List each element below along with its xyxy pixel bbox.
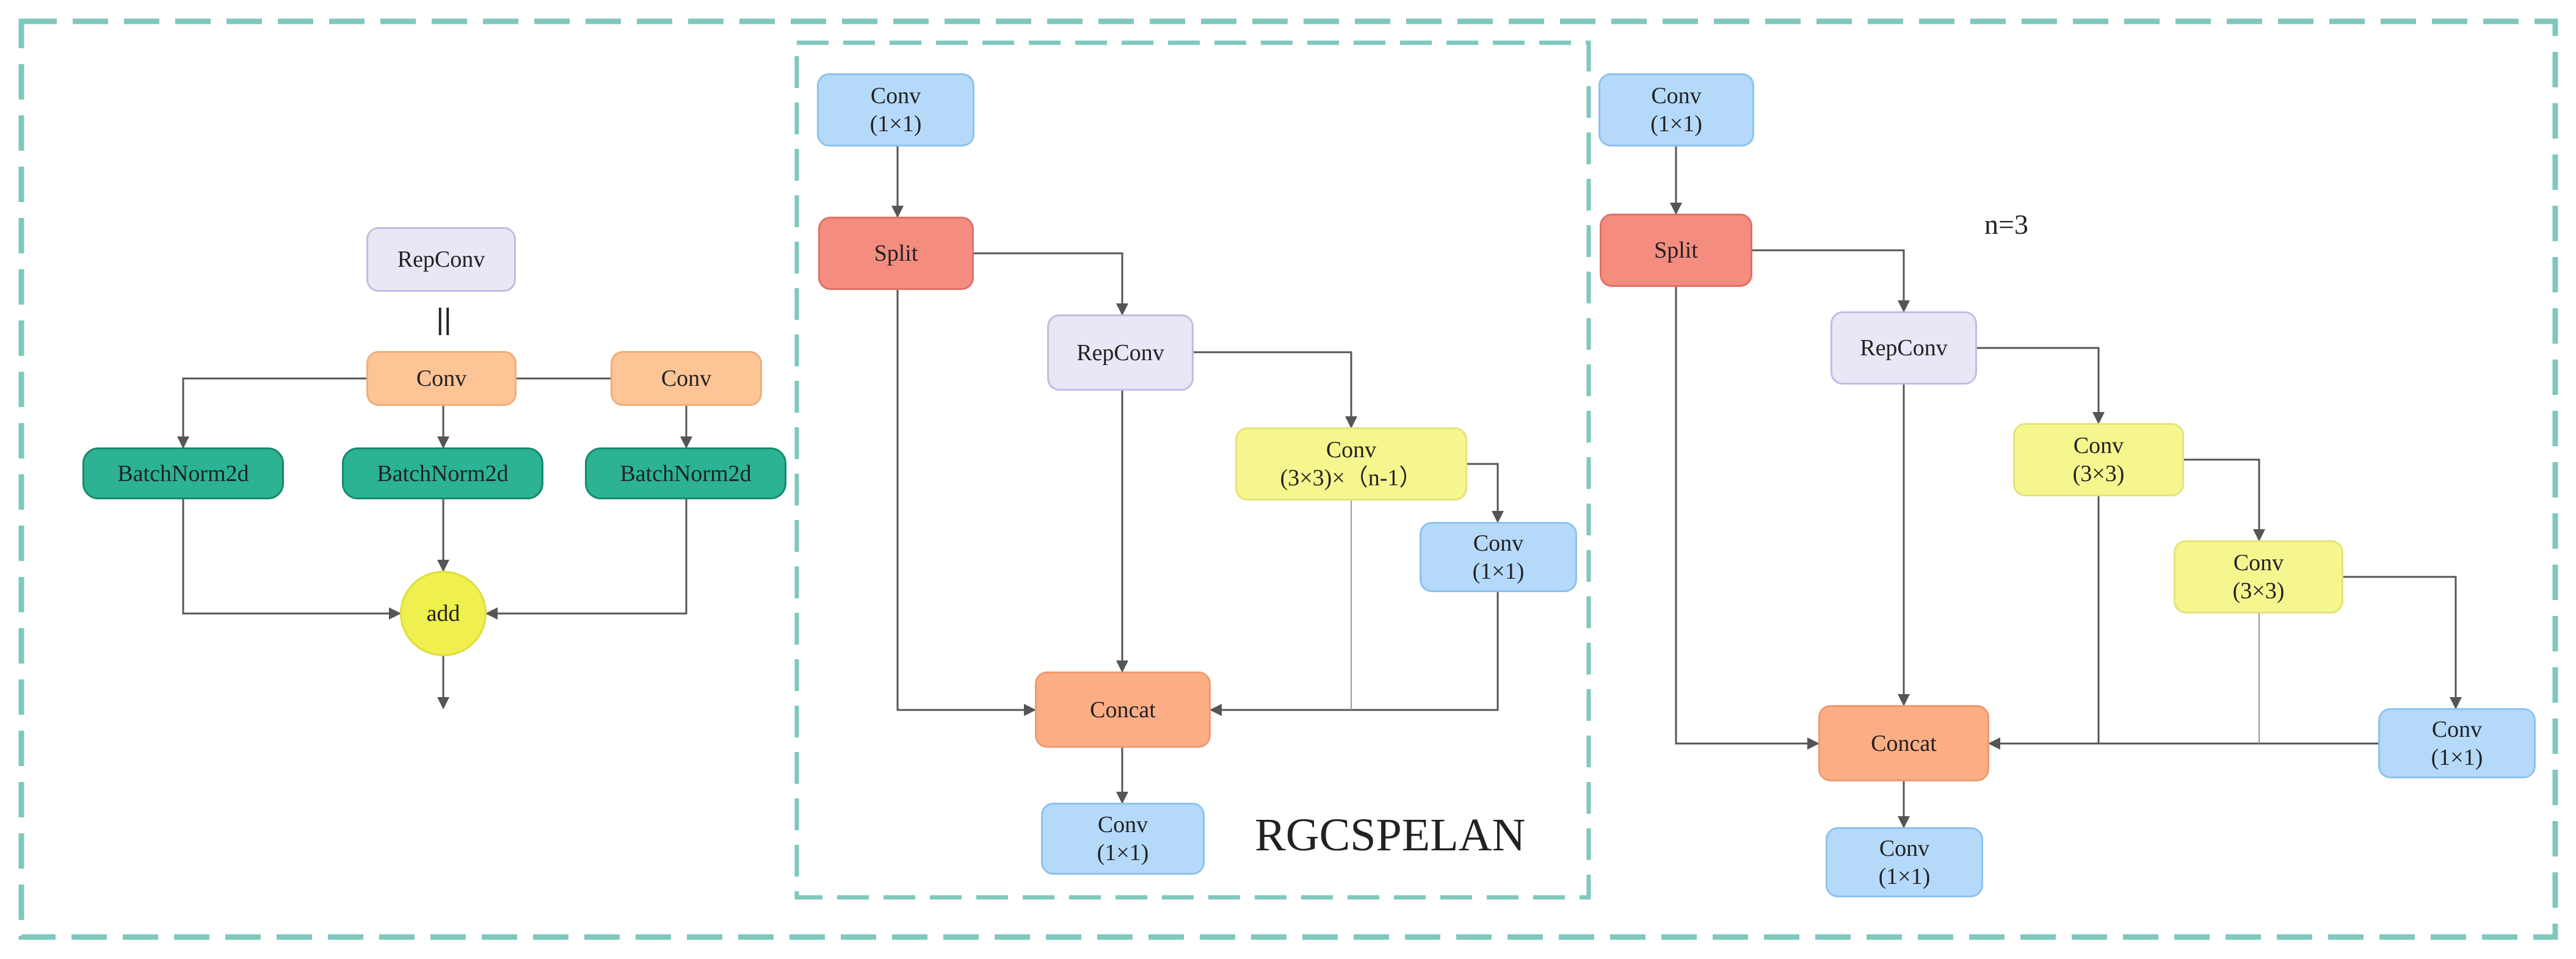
right-split-node: Split xyxy=(1600,214,1752,287)
right-conv3x3-a-line2: (3×3) xyxy=(2072,461,2125,487)
middle-conv-bottom-line1: Conv xyxy=(1097,812,1148,838)
left-add-node: add xyxy=(400,571,487,656)
middle-split-label: Split xyxy=(874,241,918,266)
edge-r-repconv-to-conv3x3a xyxy=(1976,347,2105,424)
right-conv-top-node: Conv (1×1) xyxy=(1598,73,1754,147)
right-conv-top-line1: Conv xyxy=(1651,83,1702,109)
left-conv-side-node: Conv xyxy=(611,351,762,406)
middle-conv1x1-right-line1: Conv xyxy=(1473,530,1524,556)
middle-conv-top-line2: (1×1) xyxy=(869,111,922,137)
edge-m-repconv-to-conv3x3 xyxy=(1194,351,1357,429)
right-conv1x1-right-node: Conv (1×1) xyxy=(2378,708,2536,778)
edge-bn1-to-add xyxy=(182,499,401,620)
left-conv-label: Conv xyxy=(416,366,467,391)
right-repconv-node: RepConv xyxy=(1830,311,1977,385)
edge-conv-to-bn1 xyxy=(177,377,366,449)
right-conv3x3-b-line1: Conv xyxy=(2233,550,2284,576)
middle-conv3x3-line2: (3×3)×（n-1） xyxy=(1280,465,1423,491)
left-conv-side-label: Conv xyxy=(661,366,712,391)
right-conv-bottom-line1: Conv xyxy=(1879,835,1930,861)
right-conv3x3-a-node: Conv (3×3) xyxy=(2013,423,2184,496)
right-conv1x1-right-line2: (1×1) xyxy=(2431,744,2483,770)
left-add-label: add xyxy=(426,601,460,626)
middle-conv1x1-right-node: Conv (1×1) xyxy=(1420,522,1577,592)
right-conv3x3-b-node: Conv (3×3) xyxy=(2174,540,2343,613)
right-repconv-label: RepConv xyxy=(1860,335,1948,361)
right-conv-bottom-node: Conv (1×1) xyxy=(1826,827,1983,897)
left-repconv-label: RepConv xyxy=(397,247,485,272)
middle-conv-top-node: Conv (1×1) xyxy=(817,73,974,147)
middle-conv-top-line1: Conv xyxy=(870,83,921,109)
middle-repconv-label: RepConv xyxy=(1076,339,1164,366)
edge-r-conv3x3b-to-conv1x1 xyxy=(2343,576,2462,709)
left-equals-sign: || xyxy=(436,303,452,336)
left-batchnorm-label-3: BatchNorm2d xyxy=(620,460,752,487)
right-split-label: Split xyxy=(1654,237,1698,263)
left-batchnorm-node-1: BatchNorm2d xyxy=(82,447,284,499)
right-concat-node: Concat xyxy=(1818,705,1989,781)
middle-conv-bottom-line2: (1×1) xyxy=(1097,840,1149,866)
edge-r-split-to-repconv xyxy=(1752,249,1910,313)
left-batchnorm-label-1: BatchNorm2d xyxy=(117,460,249,487)
left-conv-node: Conv xyxy=(366,351,517,406)
right-concat-label: Concat xyxy=(1871,730,1937,756)
outer-dashed-frame xyxy=(18,18,2558,940)
left-batchnorm-node-2: BatchNorm2d xyxy=(342,447,543,499)
left-repconv-node: RepConv xyxy=(366,227,516,292)
edge-bn3-to-add xyxy=(485,499,688,620)
middle-split-node: Split xyxy=(818,217,974,290)
middle-conv3x3-line1: Conv xyxy=(1326,437,1377,463)
rgcspelan-dashed-frame xyxy=(794,40,1591,900)
right-conv3x3-a-line1: Conv xyxy=(2073,433,2124,458)
middle-concat-node: Concat xyxy=(1035,671,1211,748)
middle-repconv-node: RepConv xyxy=(1047,314,1194,391)
edge-r-conv3x3a-to-conv3x3b xyxy=(2184,458,2265,541)
edge-m-conv3x3-to-conv1x1 xyxy=(1467,463,1504,523)
left-batchnorm-node-3: BatchNorm2d xyxy=(585,447,786,499)
middle-conv-bottom-node: Conv (1×1) xyxy=(1041,803,1205,875)
middle-conv1x1-right-line2: (1×1) xyxy=(1472,558,1525,584)
right-conv1x1-right-line1: Conv xyxy=(2431,716,2483,742)
middle-concat-label: Concat xyxy=(1090,697,1156,723)
right-conv-top-line2: (1×1) xyxy=(1650,111,1702,137)
edge-m-split-to-repconv xyxy=(974,252,1128,316)
rgcspelan-title: RGCSPELAN xyxy=(1255,809,1526,861)
right-conv-bottom-line2: (1×1) xyxy=(1878,863,1931,889)
edge-m-split-to-concat xyxy=(896,290,1036,716)
right-conv3x3-b-line2: (3×3) xyxy=(2232,578,2285,604)
edge-r-split-to-concat xyxy=(1675,287,1820,750)
middle-conv3x3-node: Conv (3×3)×（n-1） xyxy=(1235,427,1467,501)
edge-m-conv1x1-to-concat xyxy=(1210,592,1499,716)
right-n-label: n=3 xyxy=(1984,209,2028,240)
left-batchnorm-label-2: BatchNorm2d xyxy=(377,460,509,487)
